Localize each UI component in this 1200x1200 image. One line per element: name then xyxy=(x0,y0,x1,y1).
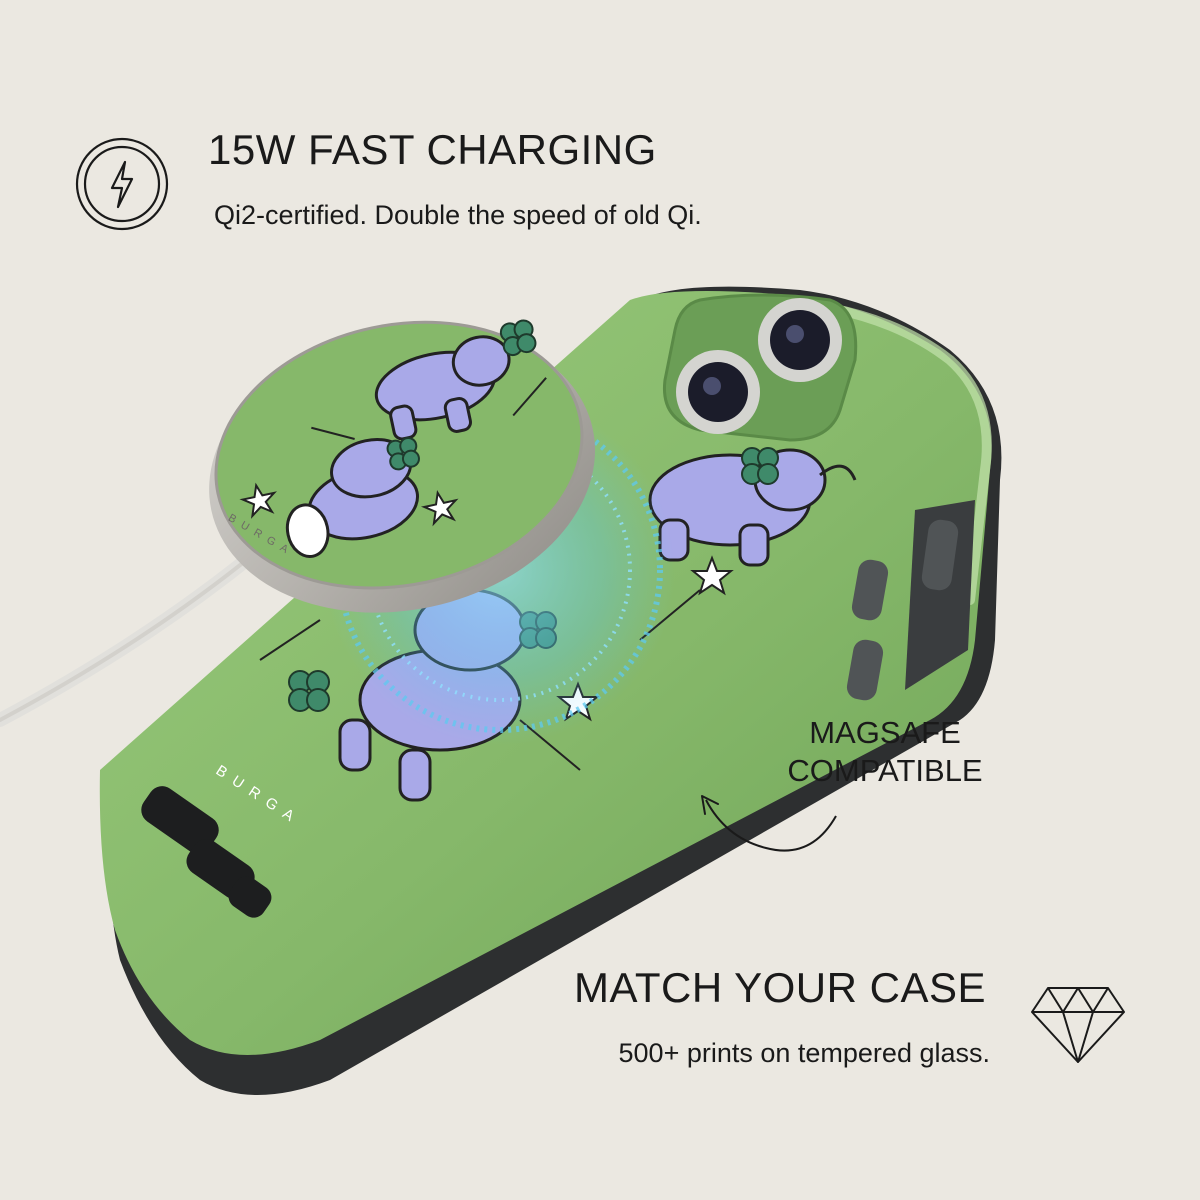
lightning-bolt-icon xyxy=(74,136,170,237)
magsafe-charger xyxy=(209,319,596,613)
match-title: MATCH YOUR CASE xyxy=(574,964,986,1011)
diamond-icon xyxy=(1028,982,1128,1071)
charging-subtitle: Qi2-certified. Double the speed of old Q… xyxy=(214,200,702,230)
magsafe-label-line1: MAGSAFE xyxy=(809,715,961,750)
match-subtitle: 500+ prints on tempered glass. xyxy=(618,1038,990,1068)
camera-module xyxy=(662,293,858,442)
curved-arrow-icon xyxy=(696,790,846,865)
magsafe-label: MAGSAFE COMPATIBLE xyxy=(770,714,1000,790)
charging-title: 15W FAST CHARGING xyxy=(208,126,657,173)
magsafe-label-line2: COMPATIBLE xyxy=(787,753,983,788)
